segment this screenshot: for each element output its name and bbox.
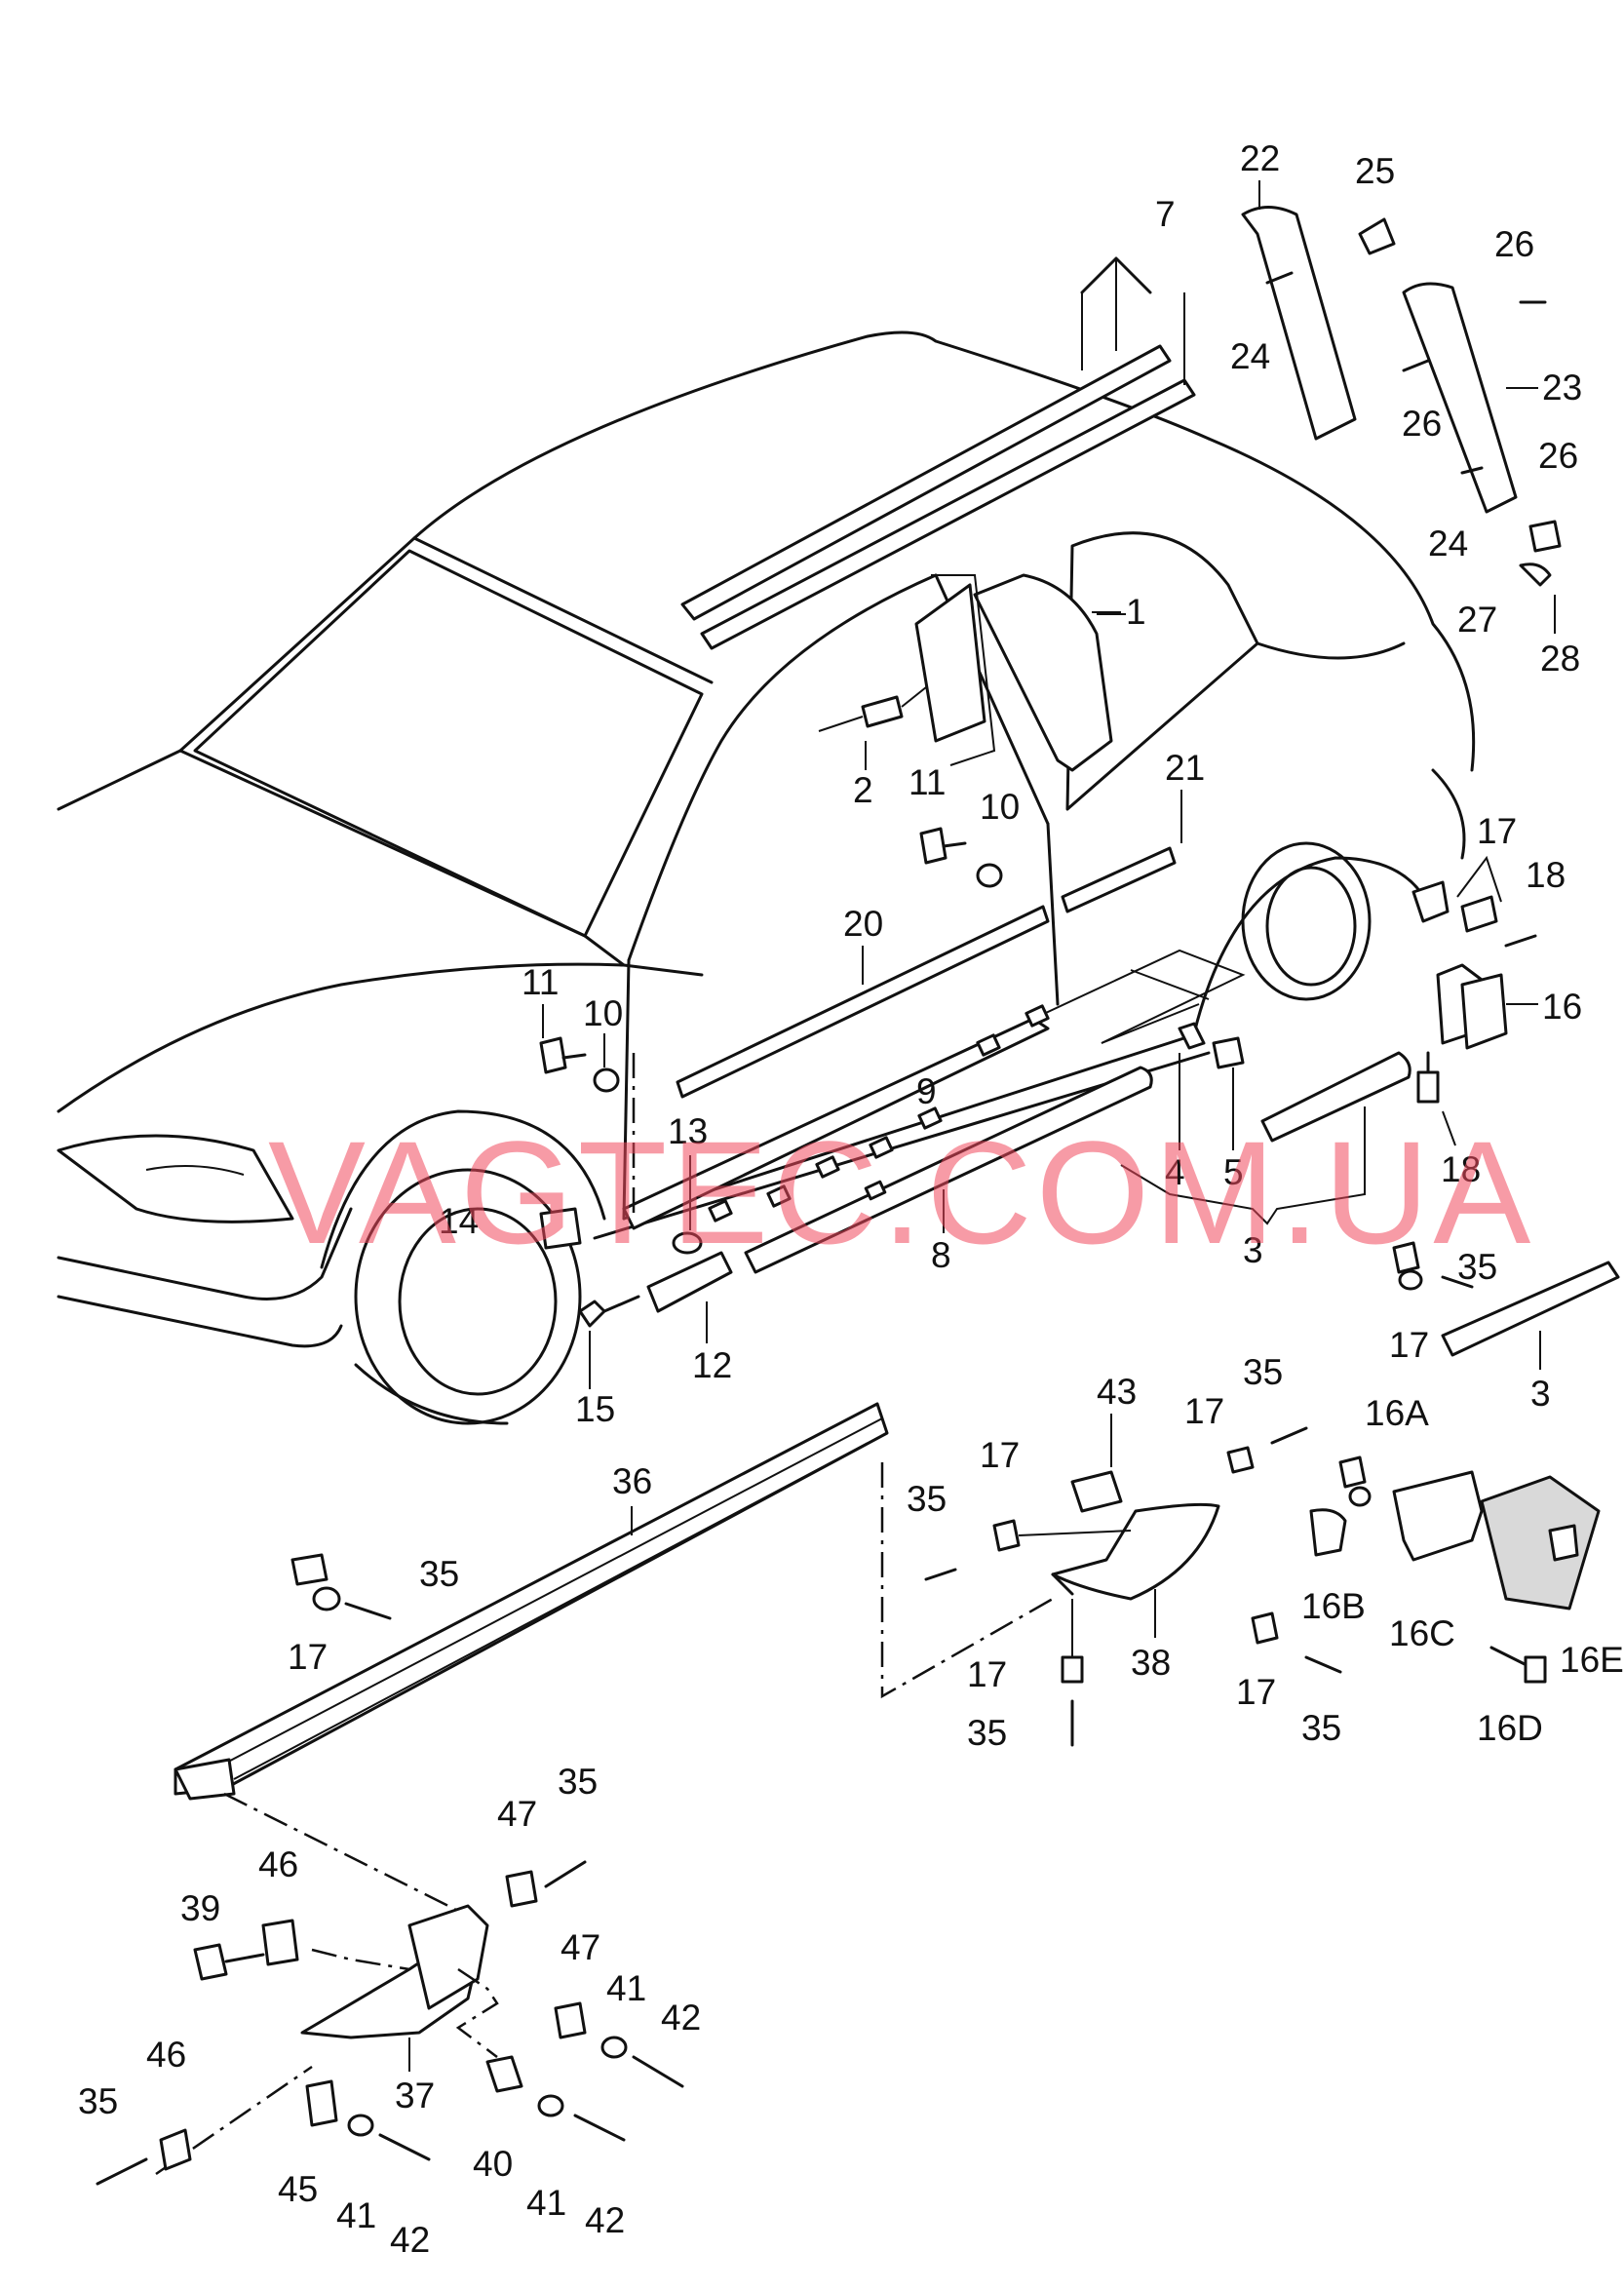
side-skirt-36 xyxy=(174,1402,889,1913)
label-43: 43 xyxy=(1097,1372,1137,1412)
label-35d: 35 xyxy=(967,1713,1007,1753)
door-moulding xyxy=(676,846,1177,1099)
clips-4-5 xyxy=(1178,1022,1245,1069)
label-35b: 35 xyxy=(1243,1352,1283,1392)
label-21: 21 xyxy=(1165,748,1205,788)
callout-labels: 1 2 7 9 3 4 5 8 10 10 11 11 12 13 14 15 … xyxy=(78,138,1624,2260)
label-2: 2 xyxy=(853,770,873,810)
clip-2 xyxy=(818,686,927,732)
label-3b: 3 xyxy=(1530,1374,1551,1414)
label-16A: 16A xyxy=(1365,1393,1429,1433)
watermark: VAGTEC.COM.UA xyxy=(268,1110,1534,1274)
sill-clips xyxy=(708,1004,1050,1223)
label-35c: 35 xyxy=(907,1479,947,1519)
label-25: 25 xyxy=(1355,151,1395,191)
label-18a: 18 xyxy=(1526,855,1566,895)
label-27: 27 xyxy=(1457,600,1497,640)
fasteners-11-10 xyxy=(539,827,1003,1093)
label-41b: 41 xyxy=(336,2195,376,2235)
label-35h: 35 xyxy=(78,2081,118,2121)
label-14: 14 xyxy=(439,1201,479,1241)
car-body xyxy=(57,330,1476,1425)
label-22: 22 xyxy=(1240,138,1280,178)
bracket-16 xyxy=(1309,1456,1601,1684)
label-11a: 11 xyxy=(522,962,559,1002)
label-17d: 17 xyxy=(980,1435,1020,1475)
label-20: 20 xyxy=(843,904,883,944)
label-17f: 17 xyxy=(1236,1672,1276,1712)
rear-bracket xyxy=(1411,880,1537,1104)
label-11b: 11 xyxy=(909,762,946,802)
label-7: 7 xyxy=(1155,194,1176,234)
label-16: 16 xyxy=(1542,987,1582,1027)
bracket-38 xyxy=(880,1426,1342,1747)
label-46b: 46 xyxy=(146,2035,186,2075)
label-10b: 10 xyxy=(980,787,1020,827)
b-pillar-trim xyxy=(914,573,1126,772)
label-17c: 17 xyxy=(1184,1391,1224,1431)
label-45: 45 xyxy=(278,2169,318,2209)
label-26b: 26 xyxy=(1402,404,1442,444)
label-18b: 18 xyxy=(1441,1149,1481,1189)
label-13: 13 xyxy=(668,1111,708,1151)
label-46a: 46 xyxy=(258,1844,298,1884)
front-sill-end xyxy=(539,1053,733,1328)
label-17b: 17 xyxy=(1389,1325,1429,1365)
label-16D: 16D xyxy=(1477,1708,1543,1748)
label-39: 39 xyxy=(180,1888,220,1928)
label-26c: 26 xyxy=(1538,436,1578,476)
label-37: 37 xyxy=(395,2076,435,2115)
roof-rail xyxy=(680,256,1196,650)
rear-pillar-trims xyxy=(1241,206,1562,587)
label-8-pre: 9 xyxy=(916,1071,937,1111)
label-35a: 35 xyxy=(1457,1247,1497,1287)
label-42b: 42 xyxy=(390,2220,430,2260)
label-24a: 24 xyxy=(1230,336,1270,376)
label-17g: 17 xyxy=(288,1637,328,1677)
label-42a: 42 xyxy=(661,1998,701,2038)
label-42c: 42 xyxy=(585,2200,625,2240)
label-47b: 47 xyxy=(561,1927,600,1967)
bracket-37 xyxy=(96,1860,684,2186)
sill-strip xyxy=(622,949,1411,1274)
label-23: 23 xyxy=(1542,368,1582,408)
label-17e: 17 xyxy=(967,1654,1007,1694)
label-15: 15 xyxy=(575,1389,615,1429)
label-40: 40 xyxy=(473,2144,513,2184)
label-1: 1 xyxy=(1126,592,1146,632)
label-16B: 16B xyxy=(1301,1586,1366,1626)
label-38: 38 xyxy=(1131,1643,1171,1683)
label-4: 4 xyxy=(1165,1152,1185,1192)
sill-strip-3 xyxy=(1392,1241,1620,1357)
label-12: 12 xyxy=(692,1345,732,1385)
label-35e: 35 xyxy=(1301,1708,1341,1748)
label-5: 5 xyxy=(1223,1152,1244,1192)
label-3a: 3 xyxy=(1243,1230,1263,1270)
label-35f: 35 xyxy=(419,1554,459,1594)
label-36: 36 xyxy=(612,1461,652,1501)
label-16E: 16E xyxy=(1560,1640,1624,1680)
label-35g: 35 xyxy=(558,1762,598,1802)
label-8: 8 xyxy=(931,1235,951,1275)
label-24b: 24 xyxy=(1428,524,1468,563)
label-26a: 26 xyxy=(1494,224,1534,264)
label-41a: 41 xyxy=(606,1968,646,2008)
label-41c: 41 xyxy=(526,2183,566,2223)
label-17a: 17 xyxy=(1477,811,1517,851)
label-28: 28 xyxy=(1540,639,1580,679)
label-10a: 10 xyxy=(583,993,623,1033)
label-16C: 16C xyxy=(1389,1613,1455,1653)
label-47a: 47 xyxy=(497,1794,537,1834)
